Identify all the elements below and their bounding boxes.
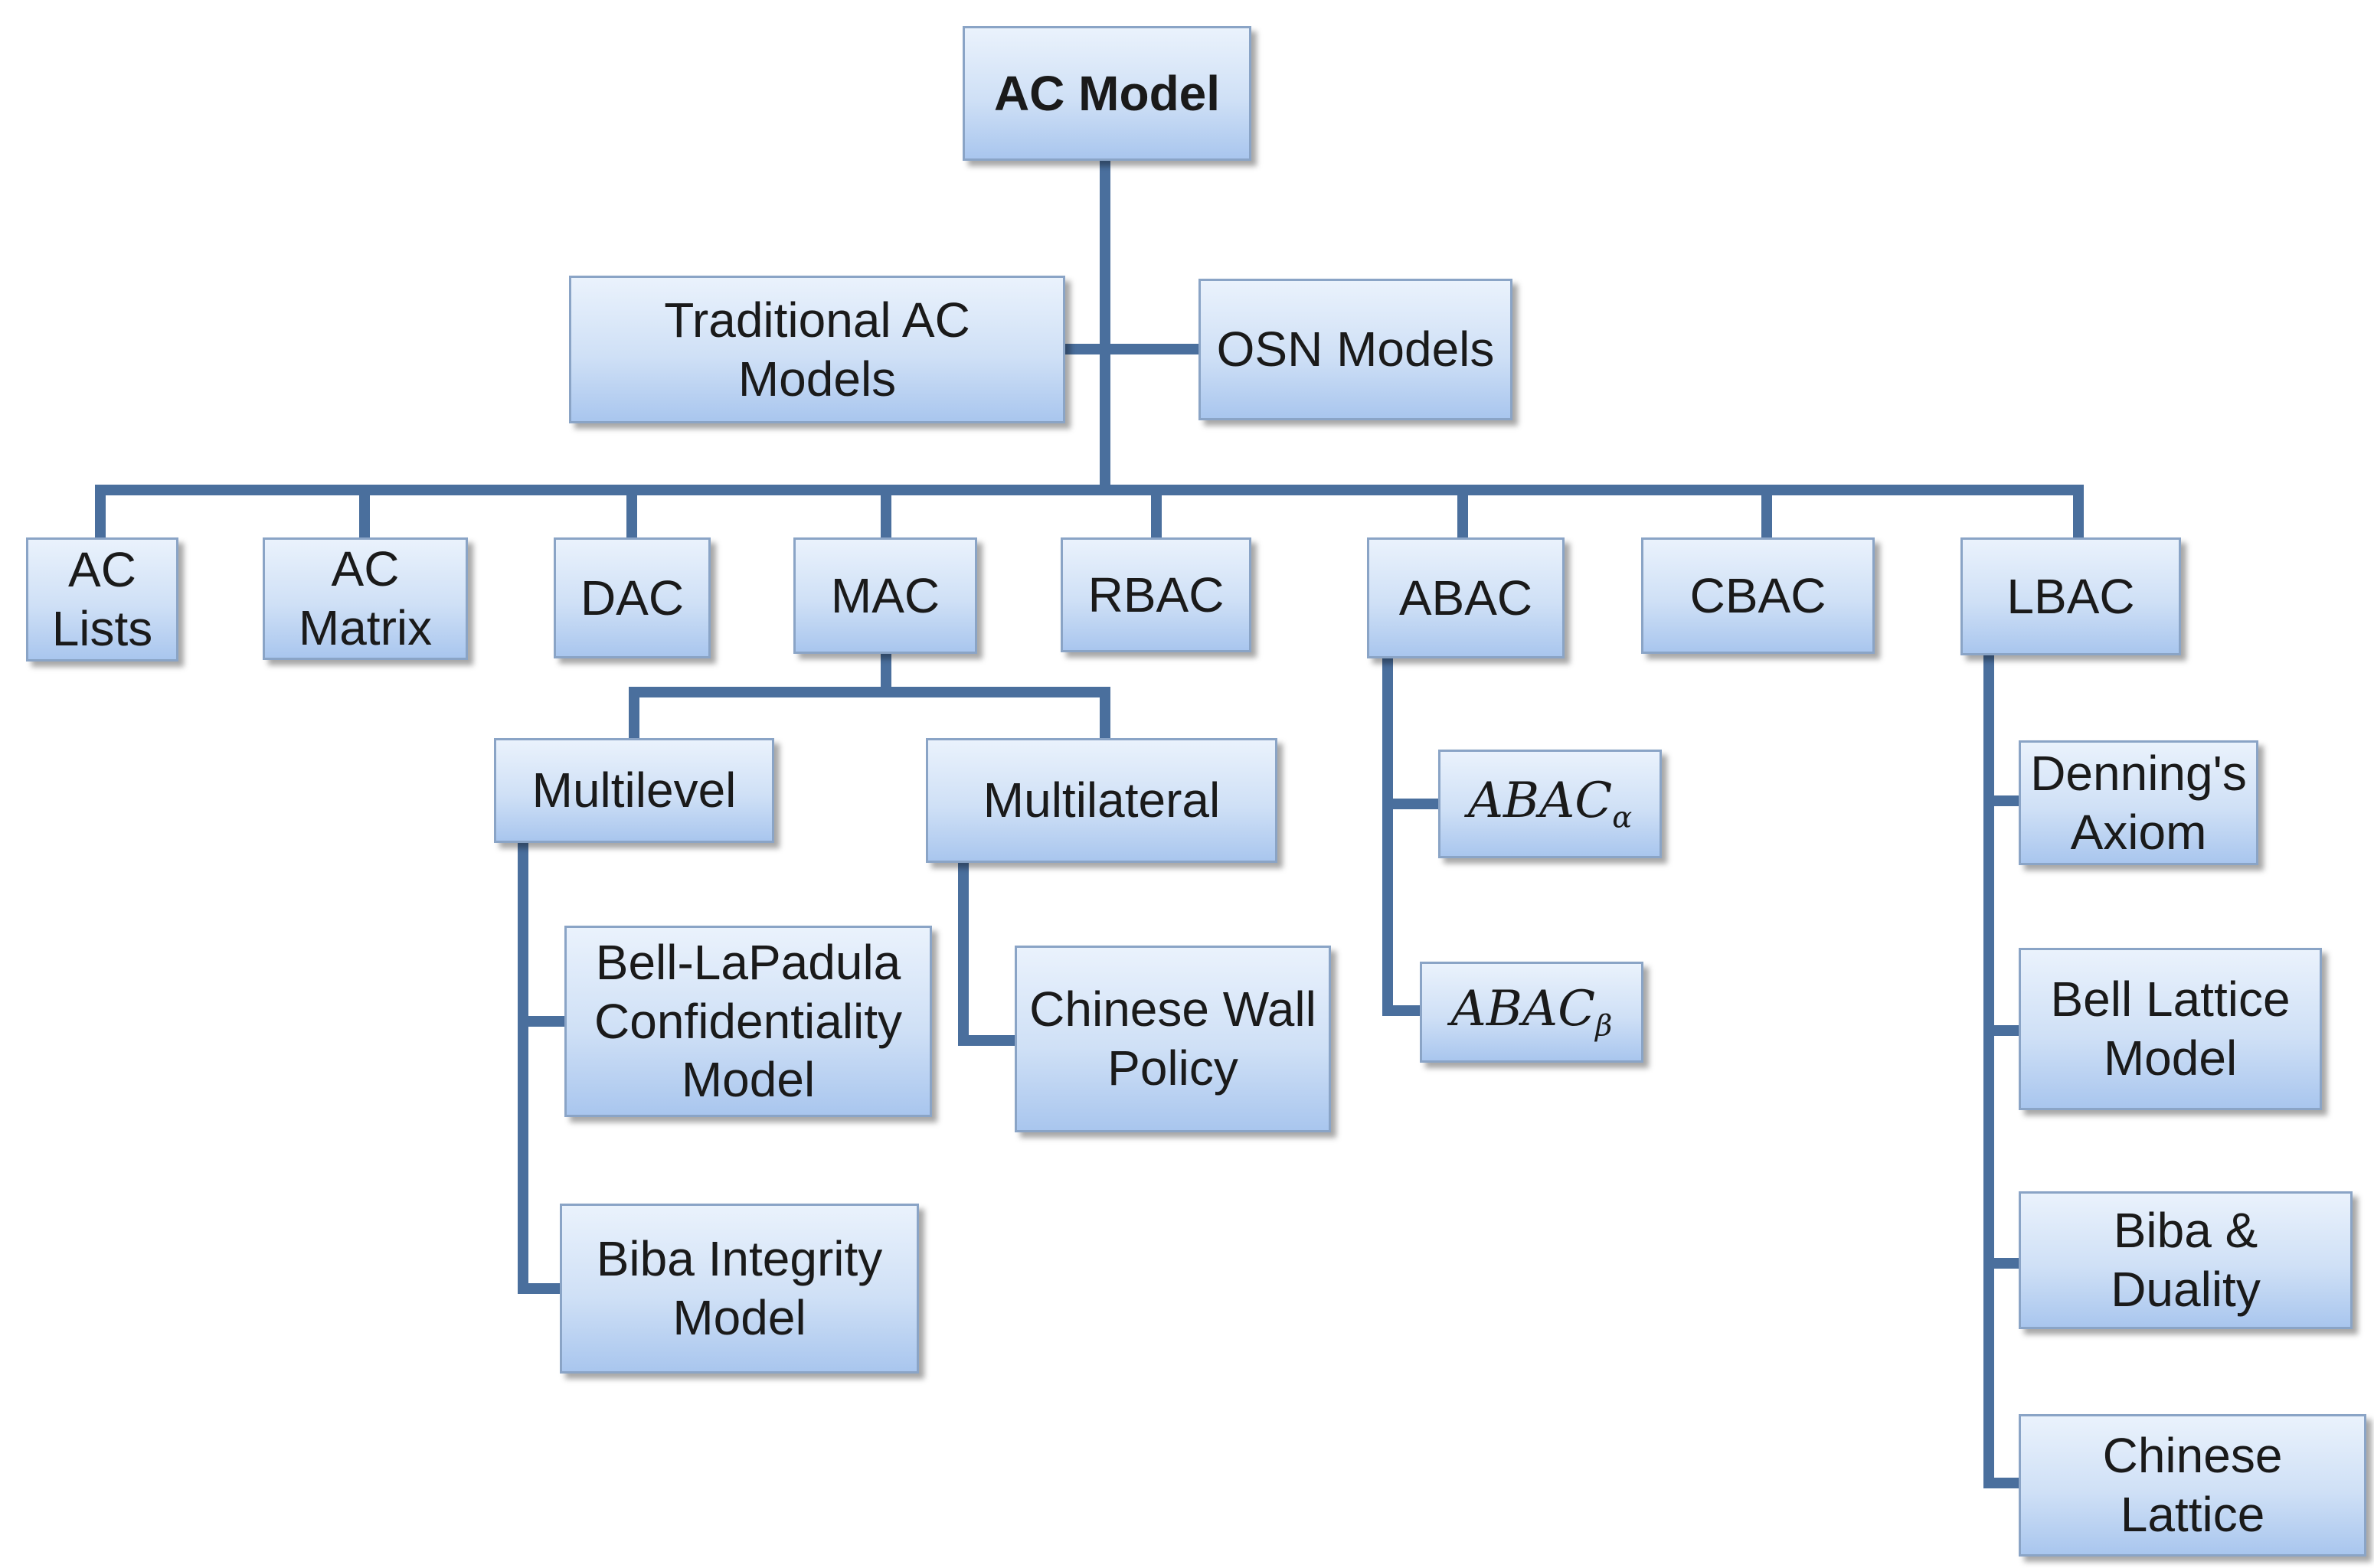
node-label-line-2: Model	[2103, 1031, 2238, 1086]
node-multilevel: Multilevel	[494, 738, 774, 843]
node-label-line-1: AC	[68, 542, 136, 598]
node-label-line-1: Biba Integrity	[596, 1231, 883, 1287]
node-cbac: CBAC	[1641, 537, 1875, 654]
node-label-line-1: Chinese	[2102, 1428, 2283, 1484]
node-label-line-2: Axiom	[2070, 804, 2207, 860]
node-label-line-1: Traditional AC	[664, 292, 970, 348]
node-label: Multilevel	[531, 763, 737, 818]
node-label-line-2: Models	[737, 351, 897, 407]
node-label: ABAC	[1398, 570, 1533, 626]
node-ac-matrix: AC Matrix	[263, 537, 468, 660]
node-label-line-1: Denning's	[2030, 745, 2247, 801]
node-label: LBAC	[2006, 568, 2135, 624]
node-label: RBAC	[1087, 567, 1225, 622]
node-ac-lists: AC Lists	[26, 537, 178, 662]
node-abac: ABAC	[1367, 537, 1565, 658]
node-label-line-1: Biba &	[2113, 1203, 2258, 1259]
node-label-line-1: Bell-LaPadula	[595, 934, 901, 990]
node-multilateral: Multilateral	[926, 738, 1277, 863]
node-label-line-2: Policy	[1107, 1040, 1238, 1096]
node-label-line-2: Duality	[2111, 1262, 2261, 1317]
node-label-line-3: Model	[681, 1052, 816, 1108]
node-label: MAC	[830, 567, 940, 623]
node-abac-beta: ABACβ	[1420, 962, 1643, 1063]
node-label-line-2: Matrix	[298, 600, 433, 655]
node-dennings-axiom: Denning's Axiom	[2019, 740, 2258, 865]
node-label-line-1: Chinese Wall	[1029, 982, 1316, 1037]
abac-base: ABAC	[1450, 981, 1596, 1038]
node-mac: MAC	[793, 537, 977, 654]
node-bell-lapadula: Bell-LaPadula Confidentiality Model	[564, 926, 932, 1117]
abac-subscript-alpha: α	[1612, 800, 1633, 835]
node-label-line-2: Confidentiality	[594, 993, 902, 1049]
node-label: OSN Models	[1216, 322, 1495, 377]
node-label-line-1: Bell Lattice	[2050, 972, 2291, 1027]
abac-base: ABAC	[1467, 773, 1613, 830]
node-abac-alpha: ABACα	[1438, 750, 1662, 858]
node-biba-duality: Biba & Duality	[2019, 1191, 2353, 1329]
node-lbac: LBAC	[1960, 537, 2181, 655]
node-rbac: RBAC	[1061, 537, 1251, 652]
node-label: ABACβ	[1451, 980, 1613, 1044]
node-label: AC Model	[993, 65, 1221, 121]
node-chinese-wall-policy: Chinese Wall Policy	[1015, 946, 1331, 1132]
node-label: ABACα	[1468, 772, 1632, 836]
node-dac: DAC	[554, 537, 711, 658]
node-chinese-lattice: Chinese Lattice	[2019, 1414, 2366, 1557]
node-label: CBAC	[1689, 567, 1826, 623]
node-traditional-ac-models: Traditional AC Models	[569, 276, 1065, 423]
node-label-line-1: AC	[331, 541, 400, 597]
abac-subscript-beta: β	[1595, 1008, 1613, 1044]
node-label-line-2: Lattice	[2120, 1487, 2265, 1542]
node-label-line-2: Lists	[51, 601, 153, 656]
node-bell-lattice-model: Bell Lattice Model	[2019, 948, 2322, 1110]
node-label-line-2: Model	[672, 1290, 806, 1345]
node-label: Multilateral	[983, 773, 1221, 828]
node-ac-model: AC Model	[963, 26, 1251, 161]
node-label: DAC	[580, 570, 685, 626]
node-osn-models: OSN Models	[1198, 279, 1512, 420]
node-biba-integrity-model: Biba Integrity Model	[560, 1204, 919, 1374]
